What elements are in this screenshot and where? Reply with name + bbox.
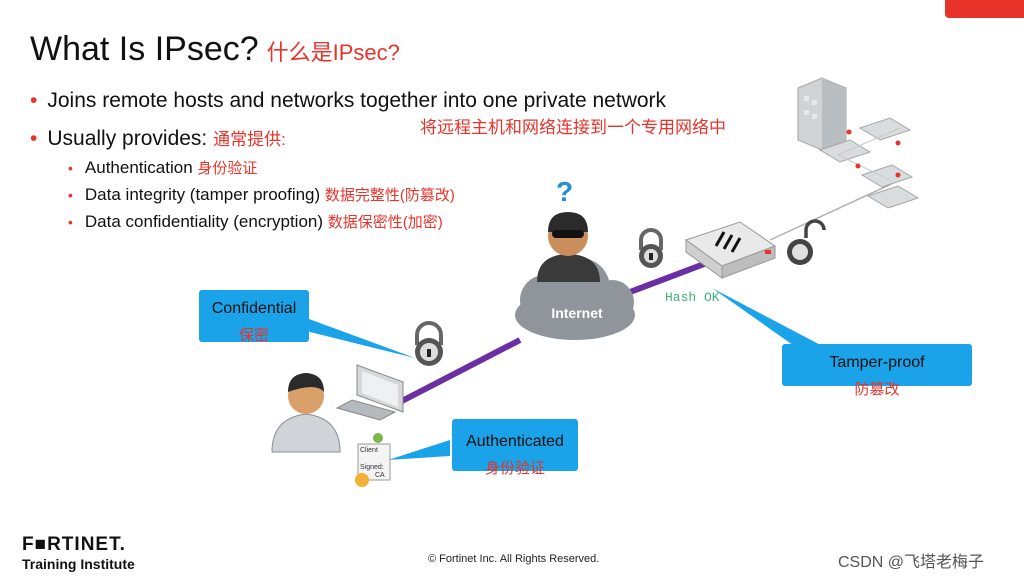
bullet-dot-icon: • — [30, 127, 38, 150]
callout-label: Tamper-proof — [829, 354, 925, 371]
sub-bullet-text: Authentication — [84, 158, 193, 177]
callout-cn: 保密 — [238, 327, 269, 344]
callout-cn: 身份验证 — [484, 460, 545, 477]
sub-bullet-item: • Data integrity (tamper proofing) 数据完整性(… — [68, 184, 455, 205]
tamper-pointer — [712, 288, 830, 350]
firewall-appliance-icon — [684, 221, 777, 279]
server-computers-icon — [818, 117, 920, 209]
cert-line-signed: Signed: — [360, 464, 384, 471]
page-title: What Is IPsec? 什么是IPsec? — [30, 30, 400, 69]
callout-label: Confidential — [211, 300, 297, 317]
training-institute-label: Training Institute — [22, 556, 135, 572]
fortinet-logo: F■RTINET. — [22, 534, 126, 555]
user-avatar-icon — [271, 373, 341, 453]
lan-link-line — [769, 179, 901, 241]
confidential-pointer — [290, 312, 415, 358]
cert-line-ca: CA — [375, 472, 385, 479]
locked-padlock-icon — [415, 321, 443, 366]
title-text: What Is IPsec? — [30, 30, 259, 68]
bullet-text: Usually provides: — [47, 127, 208, 150]
bullet-item: • Joins remote hosts and networks togethe… — [30, 89, 666, 113]
question-mark-label: ? — [556, 176, 574, 207]
bullet-dot-icon: • — [68, 187, 73, 203]
bullet-dot-icon: • — [30, 89, 38, 112]
tamper-proof-callout: Tamper-proof 防篡改 — [782, 344, 972, 398]
bullet-cn: 通常提供: — [213, 130, 286, 149]
ipsec-tunnel-left — [398, 337, 522, 405]
copyright-text: © Fortinet Inc. All Rights Reserved. — [428, 553, 600, 565]
unlocked-padlock-icon — [787, 219, 826, 265]
bullet-cn-translation: 将远程主机和网络连接到一个专用网络中 — [420, 118, 726, 137]
title-cn: 什么是IPsec? — [266, 40, 400, 65]
callout-label: Authenticated — [466, 433, 564, 450]
cert-line-client: Client — [360, 447, 378, 454]
bullet-item: • Usually provides: 通常提供: — [30, 125, 286, 151]
confidential-callout: Confidential 保密 — [199, 290, 309, 344]
sub-bullet-item: • Data confidentiality (encryption) 数据保密性… — [68, 211, 443, 232]
sub-bullet-text: Data integrity (tamper proofing) — [84, 185, 321, 204]
bullet-dot-icon: • — [68, 160, 73, 176]
header-accent-tab — [945, 0, 1024, 18]
locked-padlock-icon — [639, 228, 663, 268]
hash-ok-label: Hash OK — [665, 290, 720, 305]
sub-bullet-cn: 身份验证 — [197, 160, 258, 177]
csdn-watermark: CSDN @飞塔老梅子 — [838, 554, 985, 571]
bullet-dot-icon: • — [68, 214, 73, 230]
internet-label: Internet — [551, 305, 603, 321]
office-building-icon — [797, 77, 847, 151]
authenticated-callout: Authenticated 身份验证 — [452, 419, 578, 477]
authenticated-pointer — [388, 440, 450, 460]
sub-bullet-cn: 数据保密性(加密) — [327, 214, 443, 231]
sub-bullet-cn: 数据完整性(防篡改) — [324, 187, 455, 204]
client-computer-icon — [335, 364, 404, 421]
bullet-text: Joins remote hosts and networks together… — [47, 89, 667, 112]
certificate-icon: Client Signed: CA — [355, 433, 391, 487]
sub-bullet-item: • Authentication 身份验证 — [68, 157, 257, 178]
hacker-icon — [537, 212, 600, 282]
sub-bullet-text: Data confidentiality (encryption) — [84, 212, 324, 231]
callout-cn: 防篡改 — [854, 381, 900, 398]
